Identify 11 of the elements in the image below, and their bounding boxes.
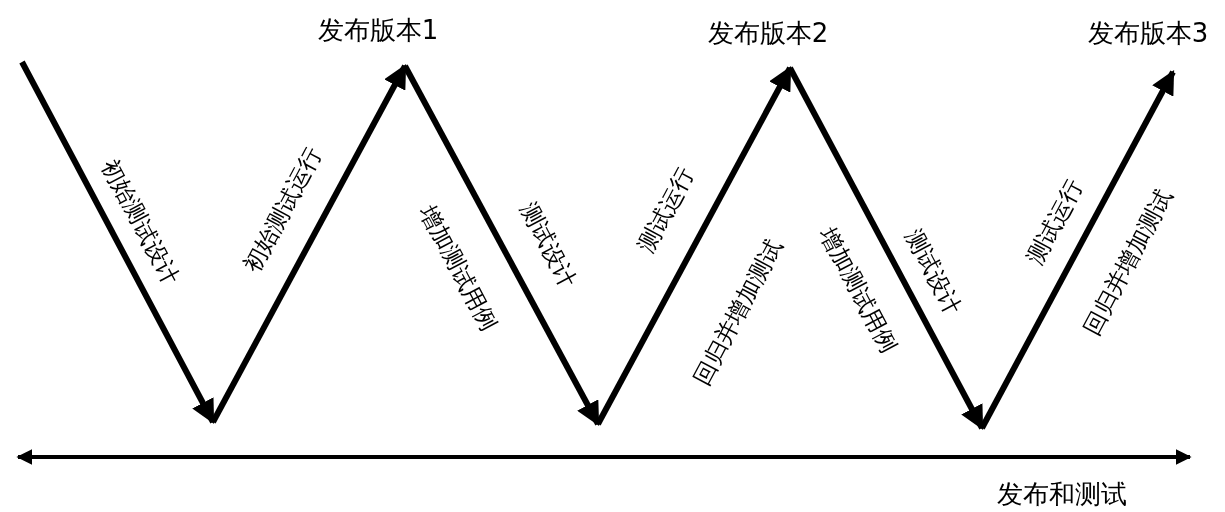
- segment-label: 测试运行: [1023, 176, 1087, 268]
- release-label: 发布版本2: [707, 20, 829, 46]
- segment-label: 初始测试设计: [97, 155, 183, 289]
- segment-label: 增加测试用例: [815, 223, 901, 357]
- segment-label: 测试设计: [901, 226, 965, 318]
- segment-label: 测试设计: [516, 199, 580, 291]
- segment-label: 初始测试运行: [240, 143, 326, 277]
- axis-label: 发布和测试: [997, 481, 1127, 507]
- release-label: 发布版本3: [1087, 20, 1209, 46]
- segment-label: 增加测试用例: [415, 201, 501, 335]
- release-label: 发布版本1: [317, 17, 439, 43]
